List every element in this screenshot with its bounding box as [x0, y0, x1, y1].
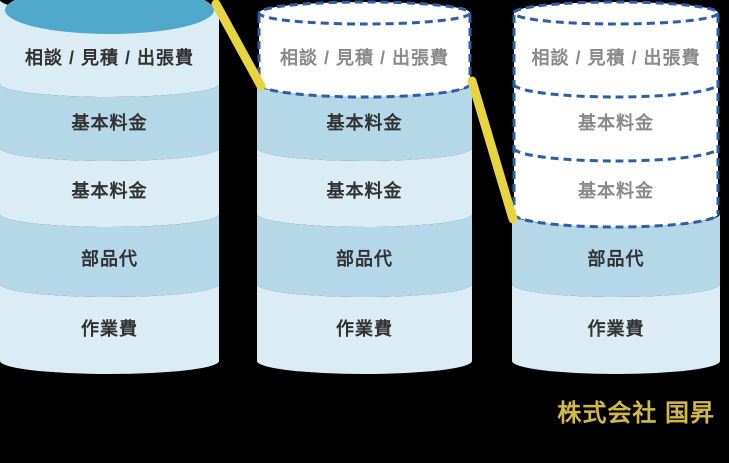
segment-label-basic-fee-1: 基本料金	[578, 113, 654, 133]
segment-label-consultation-estimate-travel-fee: 相談 / 見積 / 出張費	[24, 48, 194, 68]
segment-label-basic-fee-2: 基本料金	[71, 181, 148, 201]
segment-label-labor-cost: 作業費	[81, 319, 138, 339]
segment-label-parts-cost: 部品代	[81, 249, 138, 269]
cylinder-step3: 相談 / 見積 / 出張費基本料金基本料金部品代作業費	[512, 0, 720, 385]
segment-label-basic-fee-1: 基本料金	[326, 113, 403, 133]
cylinder-step2-graphic	[257, 0, 472, 374]
segment-label-consultation-estimate-travel-fee: 相談 / 見積 / 出張費	[531, 48, 701, 68]
cylinder-step3-graphic	[512, 0, 720, 374]
cylinder-original-graphic	[0, 0, 219, 374]
segment-label-parts-cost: 部品代	[336, 249, 393, 269]
segment-label-basic-fee-2: 基本料金	[578, 181, 654, 201]
segment-label-labor-cost: 作業費	[587, 319, 645, 339]
strike-line-2	[467, 76, 518, 224]
cylinder-original: 相談 / 見積 / 出張費基本料金基本料金部品代作業費	[0, 0, 219, 385]
segment-label-labor-cost: 作業費	[336, 319, 393, 339]
segment-label-parts-cost: 部品代	[587, 249, 645, 269]
segment-label-consultation-estimate-travel-fee: 相談 / 見積 / 出張費	[279, 48, 449, 68]
segment-label-basic-fee-1: 基本料金	[71, 113, 148, 133]
company-name: 株式会社 国昇	[557, 400, 715, 427]
segment-label-basic-fee-2: 基本料金	[326, 181, 403, 201]
strike-line-1	[211, 0, 266, 91]
cylinder-step2: 相談 / 見積 / 出張費基本料金基本料金部品代作業費	[257, 0, 472, 385]
